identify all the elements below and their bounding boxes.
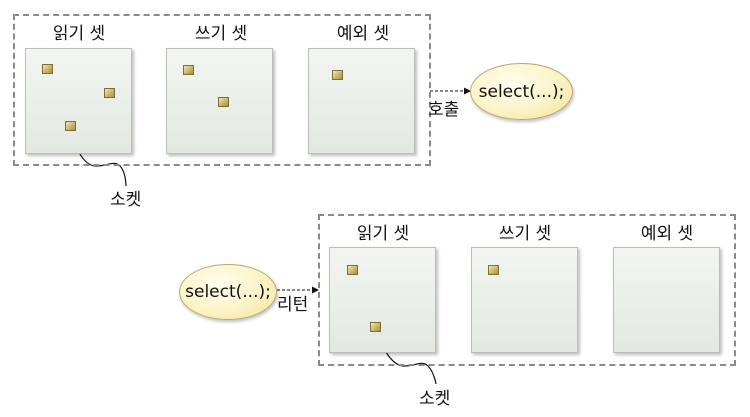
socket-pointer-top (69, 129, 127, 187)
except-set-label: 예외 셋 (640, 224, 694, 244)
socket-label-top: 소켓 (110, 190, 142, 210)
socket-pointer-bottom (375, 329, 437, 385)
except-set-panel (613, 247, 720, 353)
write-set-label: 쓰기 셋 (194, 24, 248, 44)
read-set-label: 읽기 셋 (52, 24, 106, 44)
select-bubble-top: select(...); (470, 63, 573, 120)
socket-marker (65, 121, 76, 131)
return-label: 리턴 (277, 295, 309, 315)
read-set-panel (329, 247, 436, 353)
socket-marker (488, 265, 499, 275)
call-label: 호출 (428, 100, 460, 120)
socket-marker (104, 88, 115, 98)
socket-marker (347, 265, 358, 275)
socket-marker (42, 64, 53, 74)
select-bubble-bottom: select(...); (179, 264, 277, 320)
socket-marker (332, 70, 343, 80)
read-set-label: 읽기 셋 (356, 224, 410, 244)
fd-set-group-top (13, 14, 431, 166)
socket-marker (183, 65, 194, 75)
socket-label-bottom: 소켓 (419, 389, 451, 409)
fd-set-group-bottom (318, 214, 736, 366)
socket-marker (218, 97, 229, 107)
socket-marker (370, 322, 381, 332)
except-set-panel (308, 48, 415, 154)
write-set-panel (471, 247, 578, 353)
write-set-label: 쓰기 셋 (498, 224, 552, 244)
except-set-label: 예외 셋 (336, 24, 390, 44)
